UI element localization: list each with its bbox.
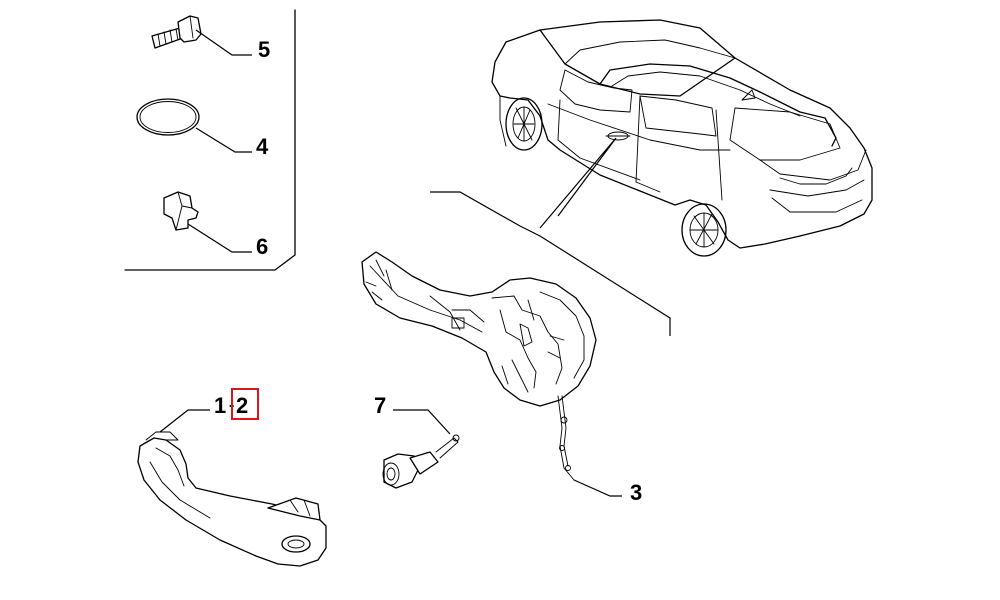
callout-labels: 5 4 6 1 - 2 7 3 — [214, 37, 642, 505]
assembly-bracket — [430, 191, 671, 336]
callout-4: 4 — [256, 134, 269, 159]
car-illustration — [491, 19, 873, 257]
callout-7: 7 — [374, 393, 386, 418]
callout-6: 6 — [256, 234, 268, 259]
callout-2: 2 — [236, 393, 248, 418]
part-5-bolt — [151, 15, 252, 56]
handle-carrier-assembly — [361, 251, 622, 497]
part-1-door-handle — [137, 409, 327, 567]
part-6-clip — [163, 191, 252, 253]
part-7-lock-cylinder — [382, 409, 460, 489]
callout-1: 1 — [214, 393, 226, 418]
small-parts-frame — [124, 9, 296, 271]
callout-2-highlight-box — [231, 388, 259, 420]
callout-3: 3 — [630, 480, 642, 505]
callout-5: 5 — [258, 37, 270, 62]
part-4-seal-ring — [136, 98, 252, 153]
